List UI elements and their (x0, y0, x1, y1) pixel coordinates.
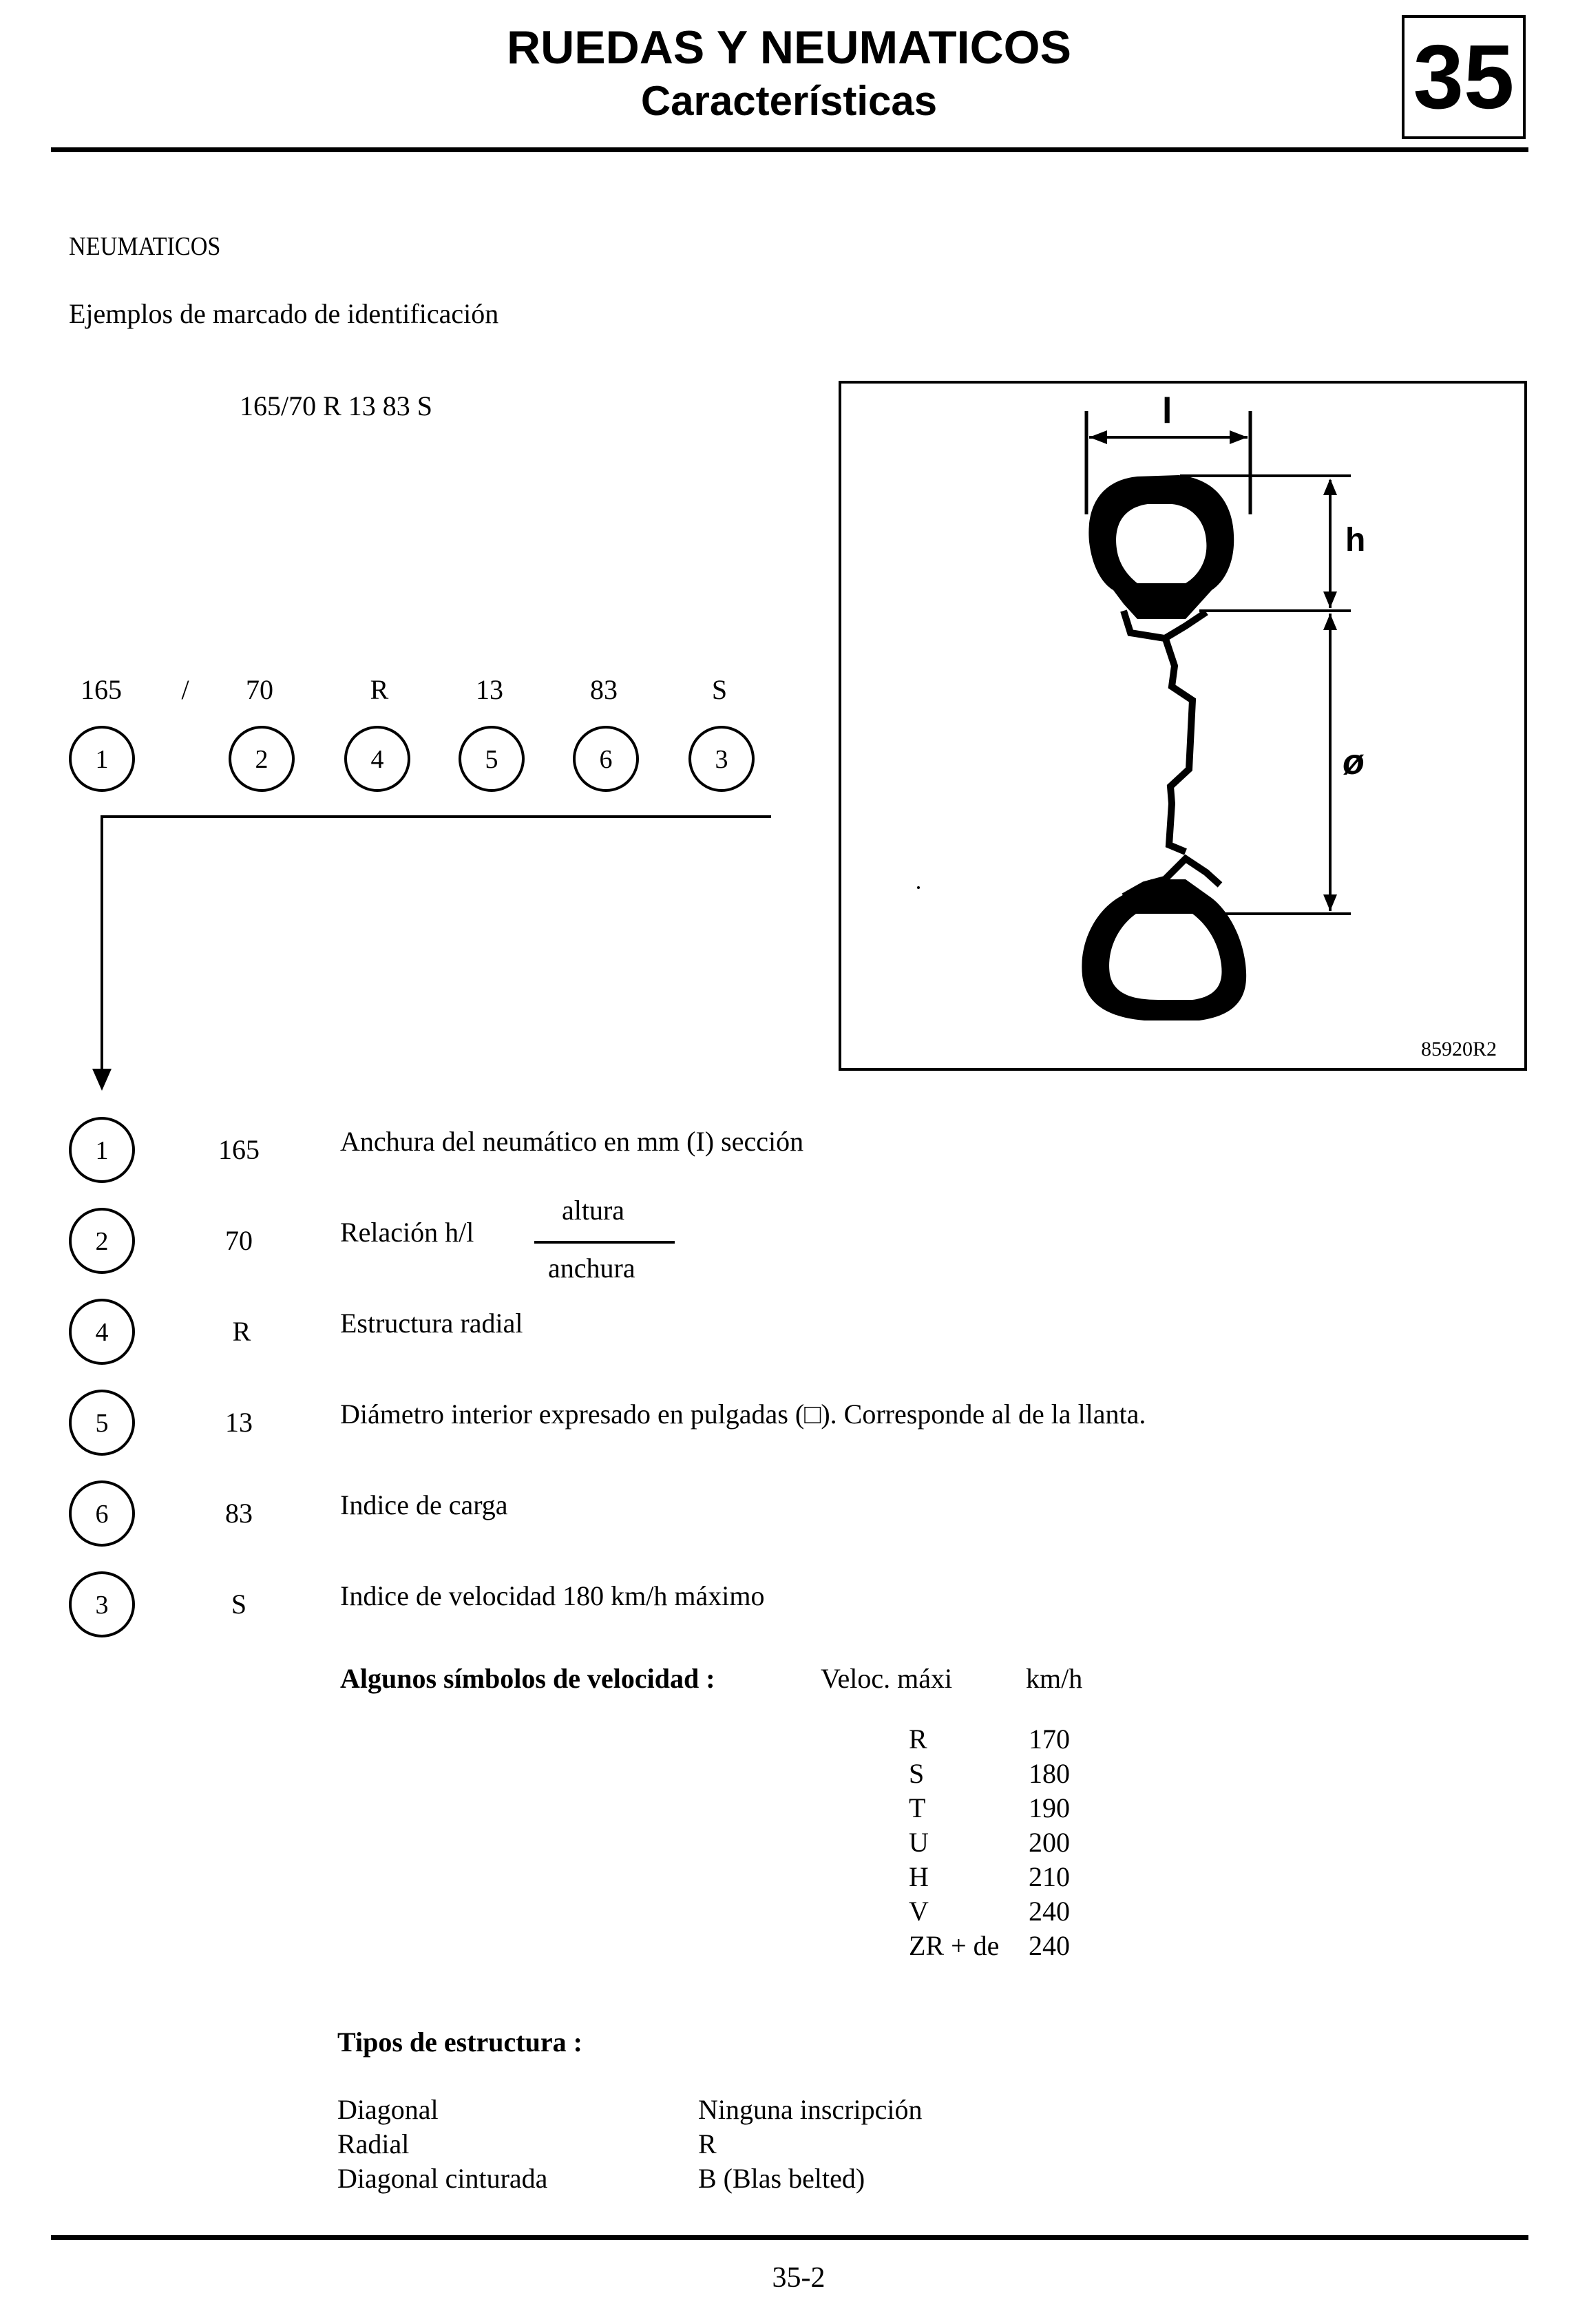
page-title: RUEDAS Y NEUMATICOS (507, 21, 1071, 74)
legend-code: 165 (218, 1134, 260, 1165)
marking-part: 70 (246, 674, 273, 705)
speed-symbol: R (909, 1724, 927, 1755)
index-circle: 2 (229, 726, 295, 792)
legend-description: Indice de carga (340, 1489, 508, 1520)
example-marking: 165/70 R 13 83 S (240, 390, 433, 421)
marking-part: 13 (476, 674, 503, 705)
speed-symbols-heading: Algunos símbolos de velocidad : (340, 1663, 715, 1694)
speed-symbol: ZR + de (909, 1930, 1000, 1961)
marking-part: S (711, 674, 728, 705)
speed-value: 190 (1029, 1792, 1070, 1823)
structure-type: Diagonal cinturada (337, 2163, 548, 2194)
structure-marking: Ninguna inscripción (698, 2094, 923, 2125)
structure-type: Radial (337, 2128, 410, 2159)
index-circle: 3 (688, 726, 755, 792)
speed-symbol: H (909, 1861, 929, 1892)
speed-symbol: V (909, 1896, 929, 1927)
height-label: h (1345, 522, 1366, 558)
width-label: l (1162, 391, 1172, 431)
legend-description: Relación h/l (340, 1217, 474, 1248)
structure-marking: R (698, 2128, 717, 2159)
tire-cross-section-figure: l h ø 85920R2 (839, 381, 1527, 1071)
speed-symbol: T (909, 1792, 926, 1823)
diameter-label: ø (1343, 742, 1365, 782)
tire-diagram (917, 411, 1351, 1020)
marking-part: 165 (81, 674, 122, 705)
legend-description: Anchura del neumático en mm (I) sección (340, 1126, 804, 1157)
legend-index: 3 (69, 1571, 135, 1637)
marking-separator: / (181, 674, 189, 705)
footer-rule (51, 2235, 1528, 2240)
speed-symbol: U (909, 1827, 929, 1858)
legend-index: 2 (69, 1208, 135, 1274)
speed-value: 200 (1029, 1827, 1070, 1858)
page-subtitle: Características (640, 78, 938, 124)
speed-col-header-unit: km/h (1026, 1663, 1083, 1694)
legend-index: 6 (69, 1480, 135, 1547)
structure-type: Diagonal (337, 2094, 439, 2125)
page-number: 35-2 (772, 2262, 825, 2294)
legend-code: 83 (225, 1498, 253, 1529)
index-circle: 6 (573, 726, 639, 792)
index-circle: 1 (69, 726, 135, 792)
speed-value: 240 (1029, 1930, 1070, 1961)
speed-value: 170 (1029, 1724, 1070, 1755)
speed-symbol: S (909, 1758, 925, 1789)
connector-arrow (92, 815, 771, 1091)
legend-description: Diámetro interior expresado en pulgadas … (340, 1399, 1146, 1430)
speed-value: 240 (1029, 1896, 1070, 1927)
marking-part: R (370, 674, 389, 705)
index-circle: 4 (344, 726, 410, 792)
ratio-denominator: anchura (548, 1253, 635, 1284)
legend-index: 5 (69, 1390, 135, 1456)
structure-marking: B (Blas belted) (698, 2163, 865, 2194)
figure-reference: 85920R2 (1421, 1038, 1497, 1060)
ratio-fraction-bar (534, 1241, 675, 1244)
legend-code: 70 (225, 1225, 253, 1256)
legend-code: S (231, 1589, 247, 1620)
header-rule (51, 147, 1528, 152)
section-intro: Ejemplos de marcado de identificación (69, 298, 499, 329)
legend-code: 13 (225, 1407, 253, 1438)
section-heading: NEUMATICOS (69, 232, 221, 261)
chapter-number-box: 35 (1402, 15, 1526, 139)
speed-value: 210 (1029, 1861, 1070, 1892)
marking-part: 83 (590, 674, 618, 705)
index-circle: 5 (459, 726, 525, 792)
legend-index: 4 (69, 1299, 135, 1365)
speed-value: 180 (1029, 1758, 1070, 1789)
legend-description: Estructura radial (340, 1308, 523, 1339)
legend-index: 1 (69, 1117, 135, 1183)
ratio-numerator: altura (562, 1195, 625, 1226)
legend-description: Indice de velocidad 180 km/h máximo (340, 1580, 765, 1611)
speed-col-header-symbol: Veloc. máxi (821, 1663, 953, 1694)
structure-types-heading: Tipos de estructura : (337, 2027, 582, 2058)
legend-code: R (232, 1316, 251, 1347)
